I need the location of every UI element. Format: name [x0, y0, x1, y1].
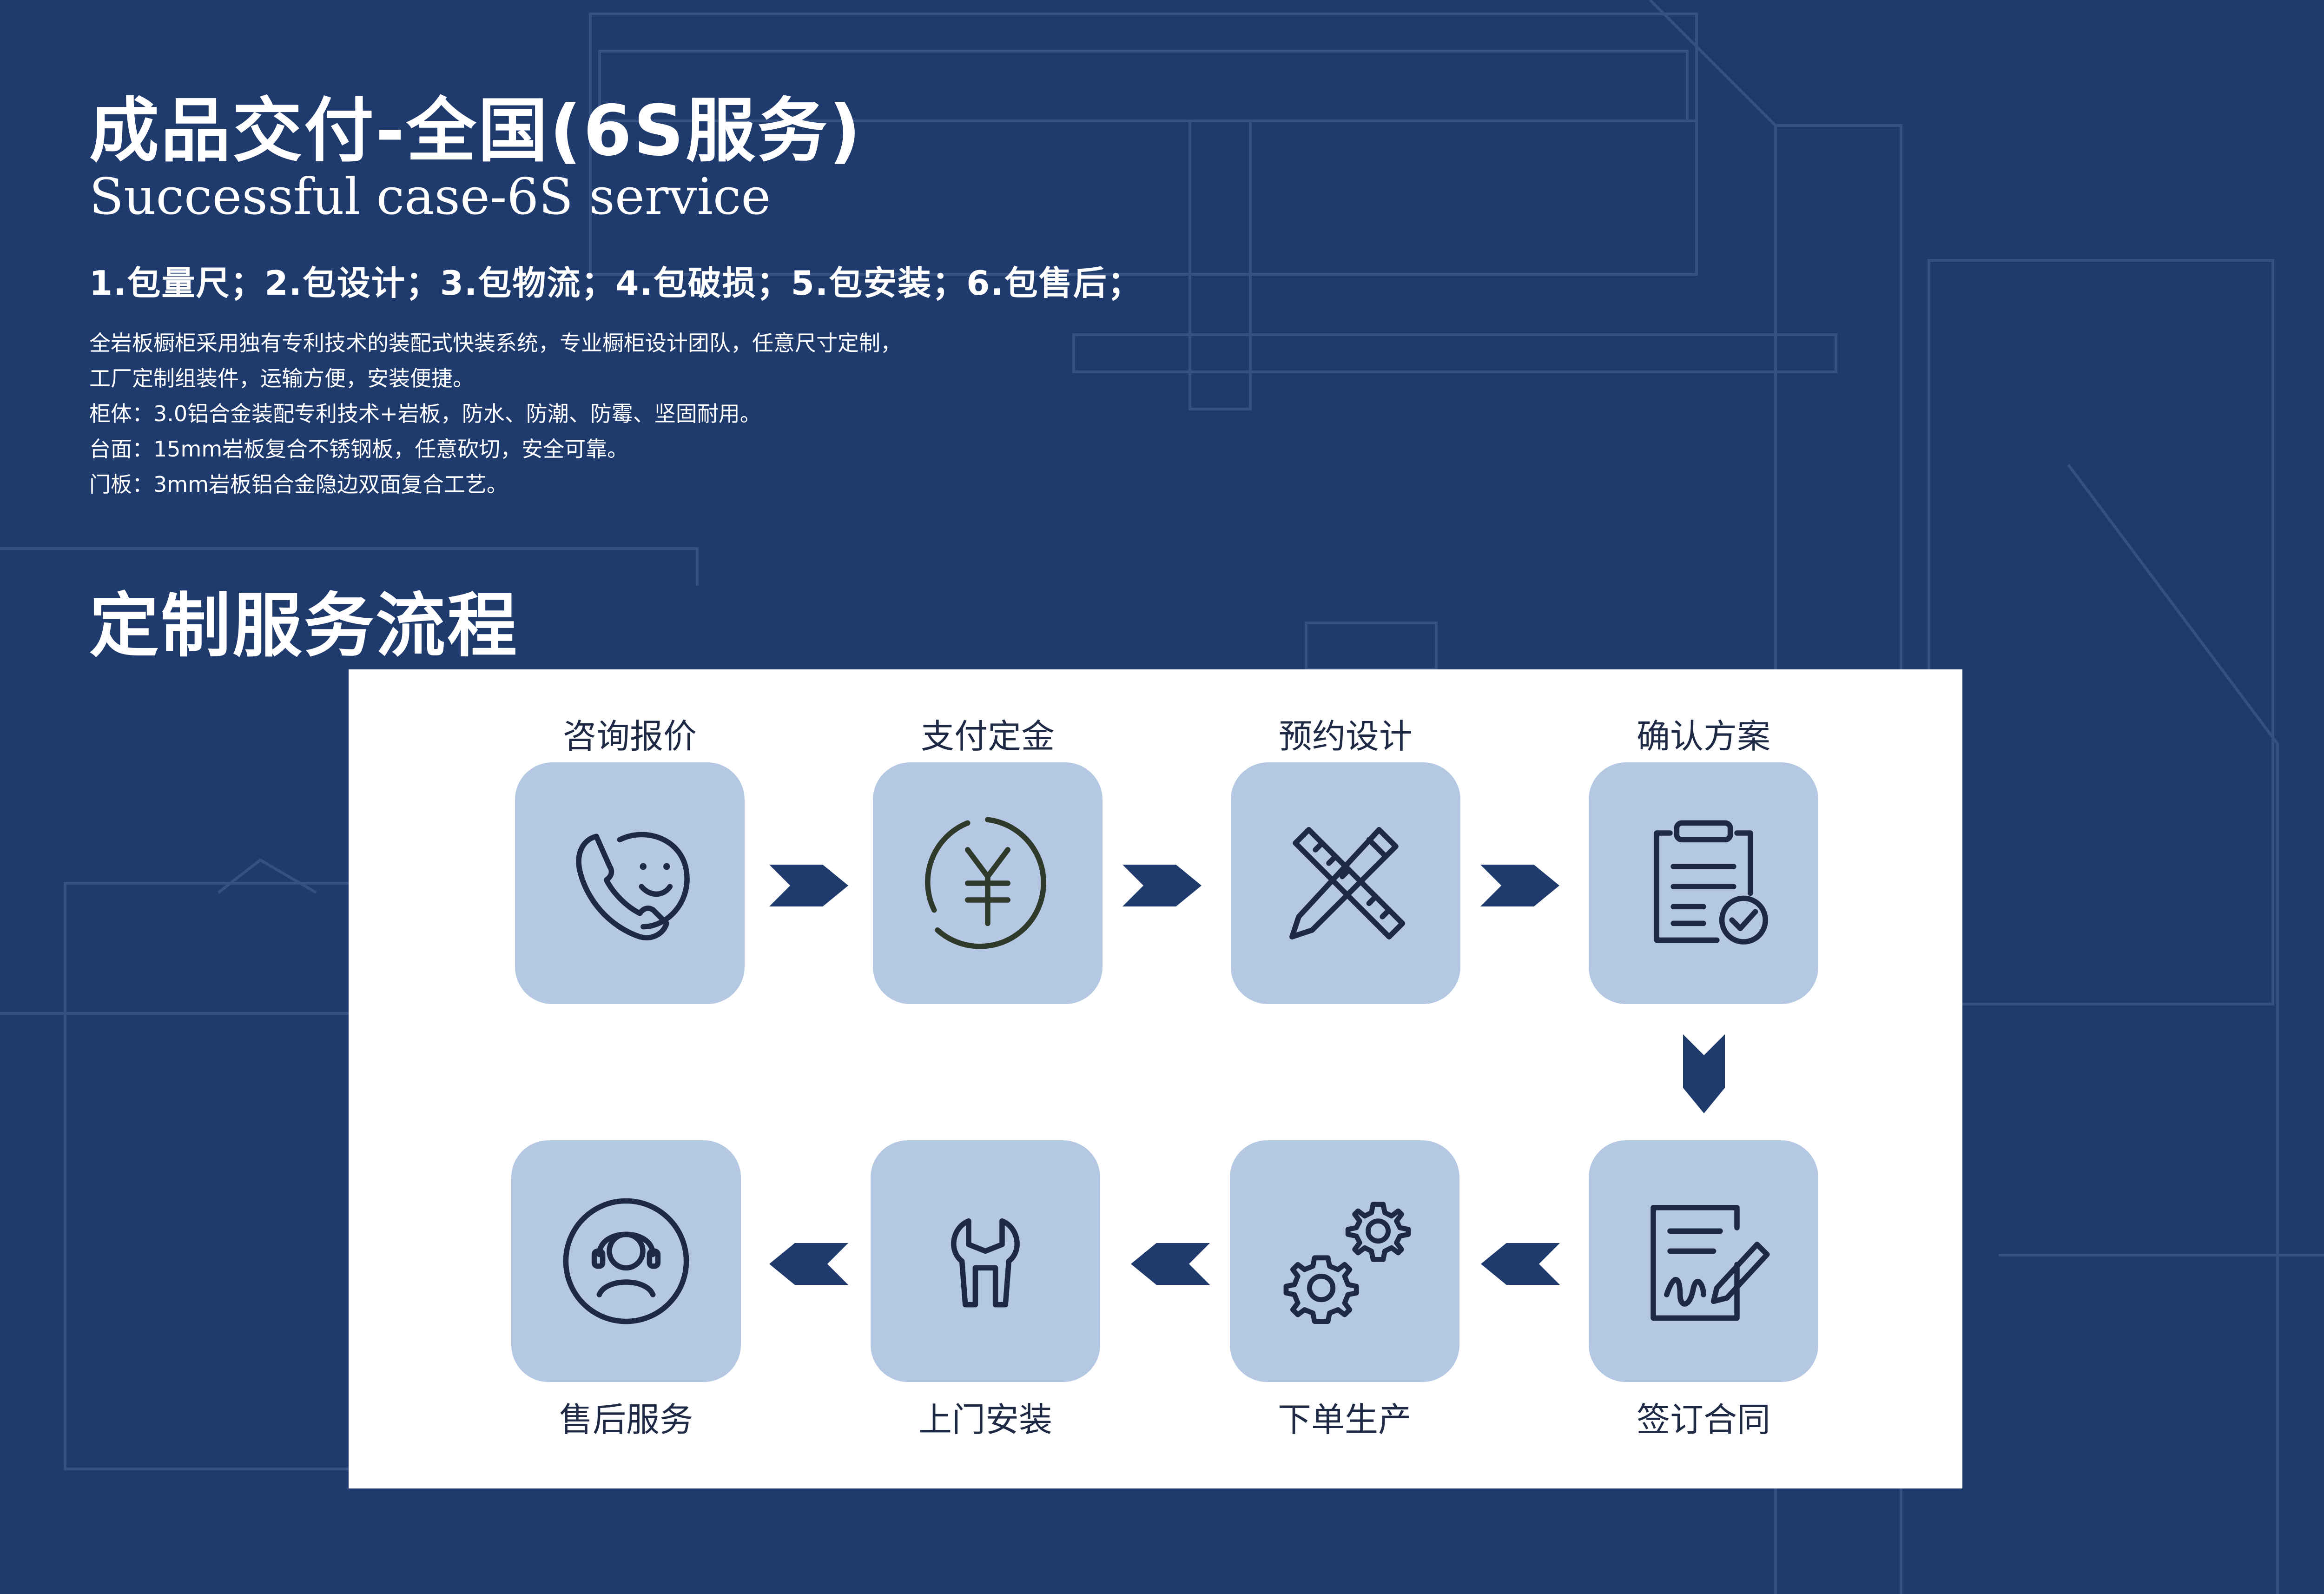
- arrow-right-icon: [769, 865, 848, 906]
- yuan-coin-icon: [925, 817, 1046, 949]
- step-label: 支付定金: [920, 717, 1055, 756]
- step-label: 下单生产: [1277, 1400, 1412, 1439]
- clipboard-check-icon: [1654, 820, 1768, 945]
- description-line: 工厂定制组装件，运输方便，安装便捷。: [89, 366, 474, 391]
- arrow-right-icon: [1480, 865, 1559, 906]
- description-line: 全岩板橱柜采用独有专利技术的装配式快装系统，专业橱柜设计团队，任意尺寸定制，: [89, 331, 902, 356]
- phone-smile-icon: [576, 832, 690, 940]
- arrow-left-icon: [1131, 1243, 1210, 1285]
- services-list: 1.包量尺；2.包设计；3.包物流；4.包破损；5.包安装；6.包售后；: [89, 264, 1142, 303]
- step-tile: [1589, 762, 1818, 1004]
- service-flow-panel: 咨询报价 支付定金: [349, 669, 1962, 1488]
- step-tile: [871, 1140, 1100, 1382]
- arrow-left-icon: [769, 1243, 848, 1285]
- description: 全岩板橱柜采用独有专利技术的装配式快装系统，专业橱柜设计团队，任意尺寸定制， 工…: [89, 325, 902, 502]
- headset-agent-icon: [563, 1198, 689, 1324]
- step-label: 咨询报价: [562, 717, 697, 756]
- arrow-left-icon: [1481, 1243, 1560, 1285]
- step-tile: [1589, 1140, 1818, 1382]
- description-line: 柜体：3.0铝合金装配专利技术+岩板，防水、防潮、防霉、坚固耐用。: [89, 401, 761, 426]
- wrench-icon: [951, 1218, 1020, 1308]
- step-label: 售后服务: [559, 1400, 693, 1439]
- page-subtitle: Successful case-6S service: [89, 168, 771, 226]
- gears-icon: [1283, 1202, 1411, 1324]
- step-tile: [1230, 1140, 1459, 1382]
- step-tile: [515, 762, 745, 1004]
- ruler-pencil-icon: [1289, 827, 1406, 939]
- flow-title: 定制服务流程: [89, 586, 519, 667]
- arrow-right-icon: [1122, 865, 1202, 906]
- step-tile: [511, 1140, 741, 1382]
- step-label: 签订合同: [1636, 1400, 1770, 1439]
- arrow-down-icon: [1683, 1034, 1725, 1113]
- description-line: 门板：3mm岩板铝合金隐边双面复合工艺。: [89, 472, 508, 497]
- step-tile: [873, 762, 1103, 1004]
- step-tile: [1231, 762, 1460, 1004]
- step-label: 确认方案: [1636, 717, 1770, 756]
- step-label: 上门安装: [918, 1400, 1052, 1439]
- contract-sign-icon: [1651, 1205, 1770, 1321]
- page-title: 成品交付-全国(6S服务): [89, 91, 863, 172]
- description-line: 台面：15mm岩板复合不锈钢板，任意砍切，安全可靠。: [89, 437, 629, 462]
- step-label: 预约设计: [1278, 717, 1413, 756]
